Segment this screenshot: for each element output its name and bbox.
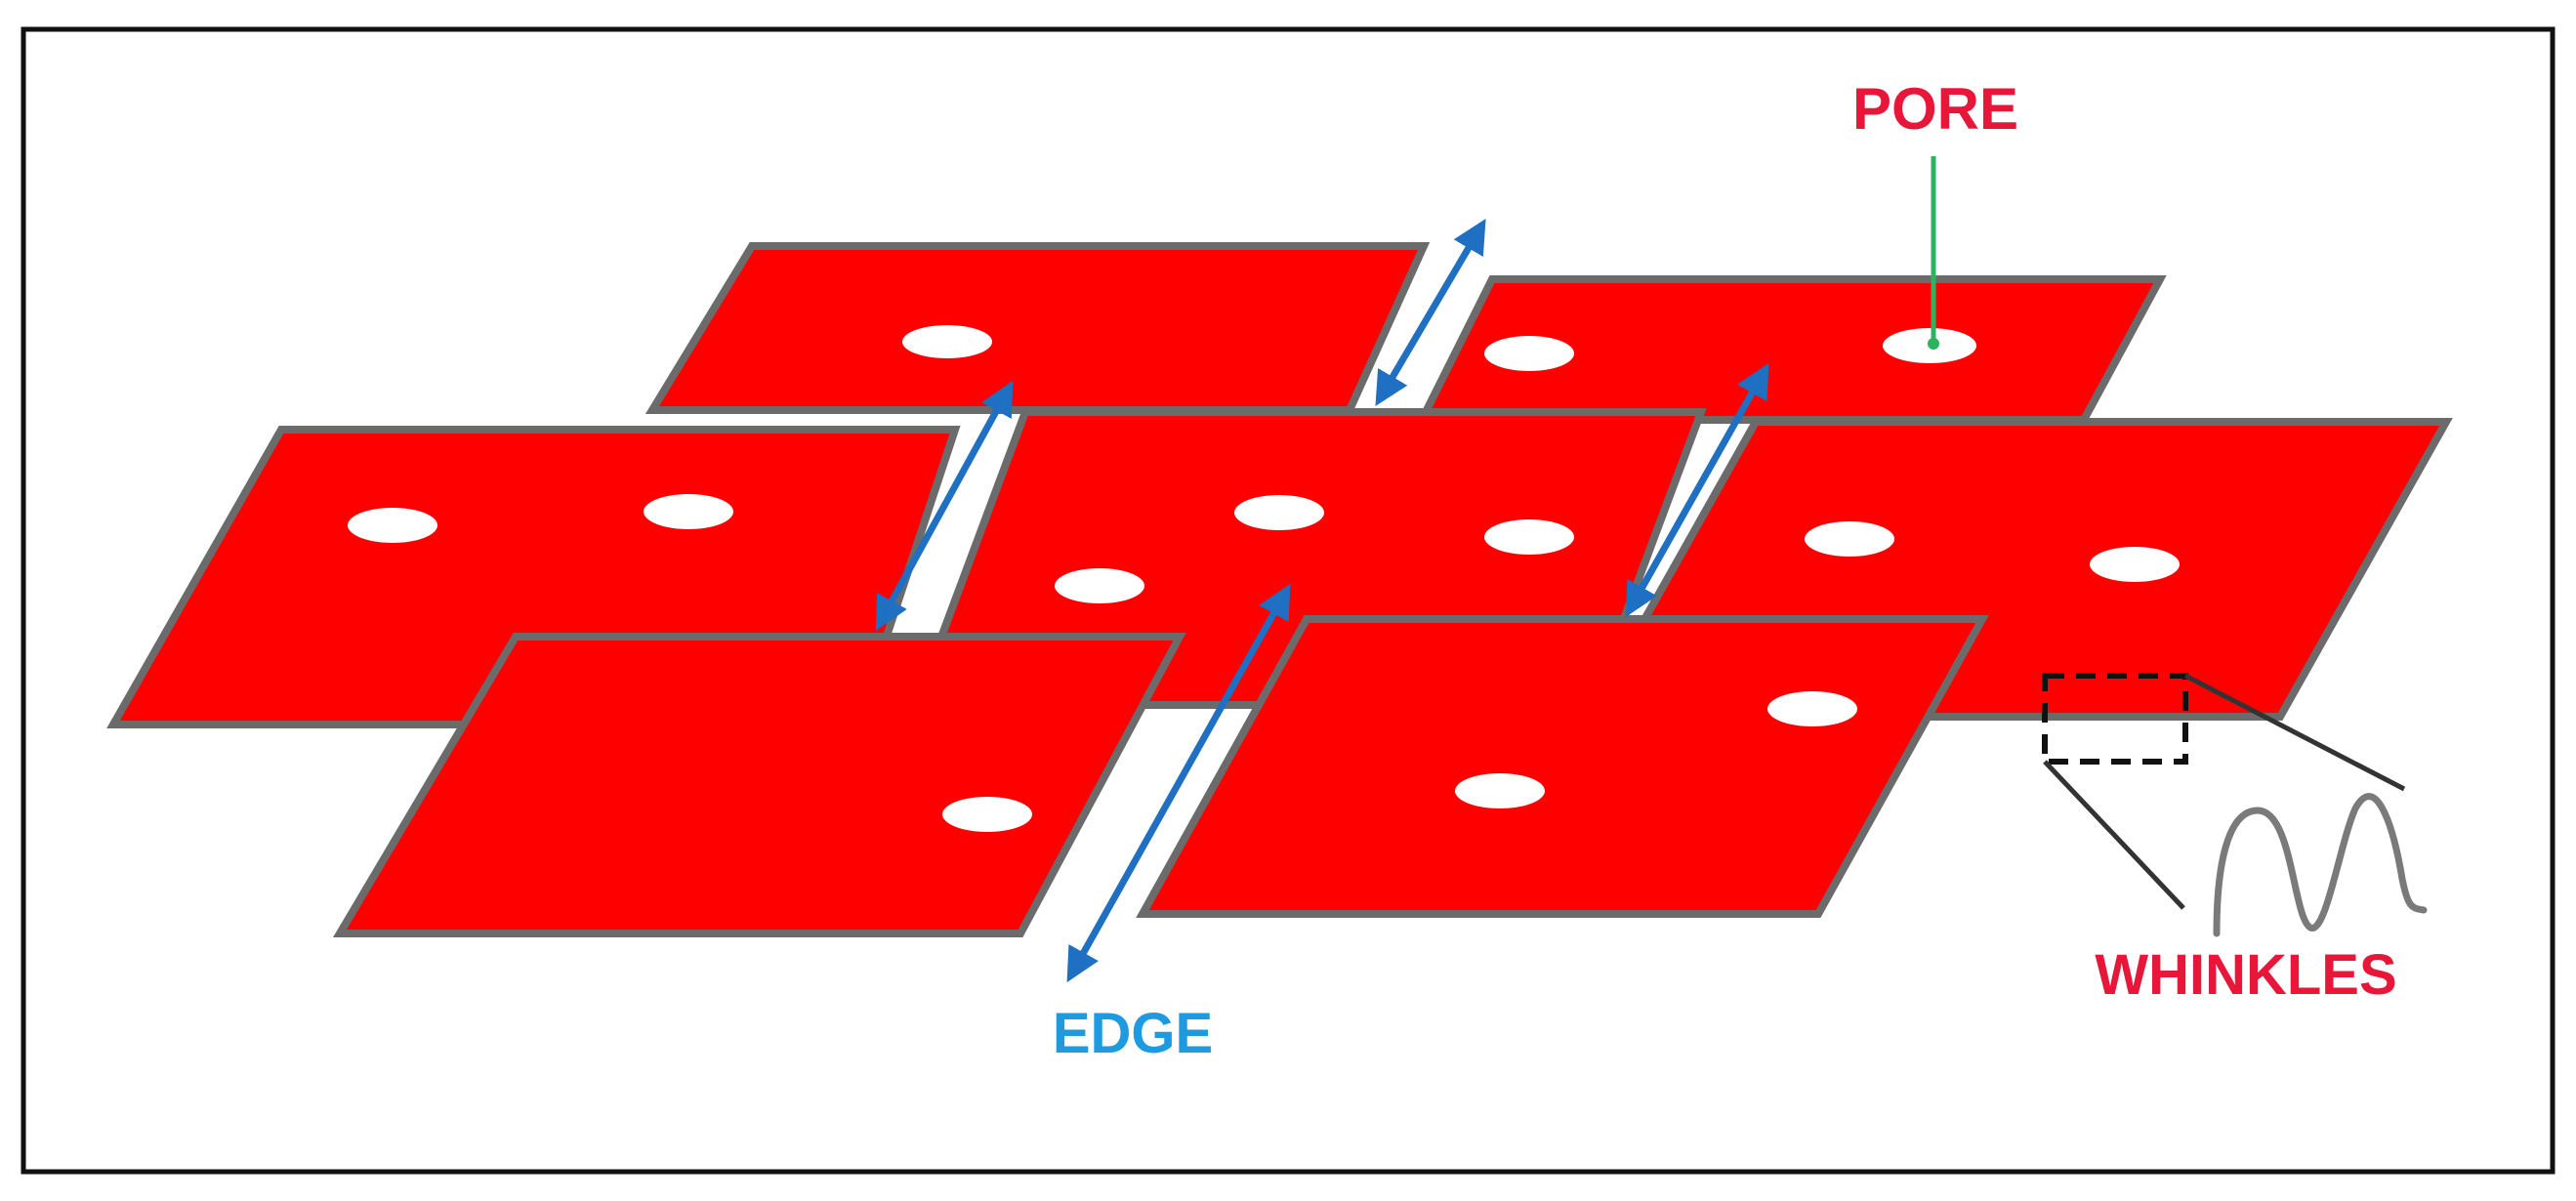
edge-arrow xyxy=(1625,362,1769,618)
pore xyxy=(644,494,733,529)
pore xyxy=(2090,547,2180,582)
pore xyxy=(1484,519,1574,555)
pore xyxy=(1484,336,1574,371)
pore xyxy=(902,325,992,358)
wrinkles-label: WHINKLES xyxy=(2095,943,2396,1007)
sheet-front-left xyxy=(332,633,1186,937)
edge-arrows xyxy=(875,218,1769,983)
pore xyxy=(1805,521,1894,557)
sheet-front-right xyxy=(1136,615,1989,918)
pore-leader-dot xyxy=(1928,338,1939,350)
pore xyxy=(348,508,437,543)
pore-label: PORE xyxy=(1852,76,2018,142)
pore xyxy=(1767,691,1857,726)
wrinkle-zoom-box xyxy=(2042,673,2188,765)
pore xyxy=(942,797,1032,832)
zoom-connector xyxy=(2043,760,2185,910)
edge-arrow xyxy=(875,380,1014,632)
wrinkle-profile xyxy=(2213,793,2428,937)
edge-arrow xyxy=(1066,583,1291,983)
edge-label: EDGE xyxy=(1053,1002,1213,1065)
pore xyxy=(1455,773,1545,808)
pore xyxy=(1234,495,1324,530)
sheet-back-left xyxy=(644,242,1431,414)
edge-arrow xyxy=(1375,218,1486,407)
sheet-back-right xyxy=(1415,275,2167,424)
zoom-connector xyxy=(2183,673,2406,792)
pore xyxy=(1055,568,1144,603)
